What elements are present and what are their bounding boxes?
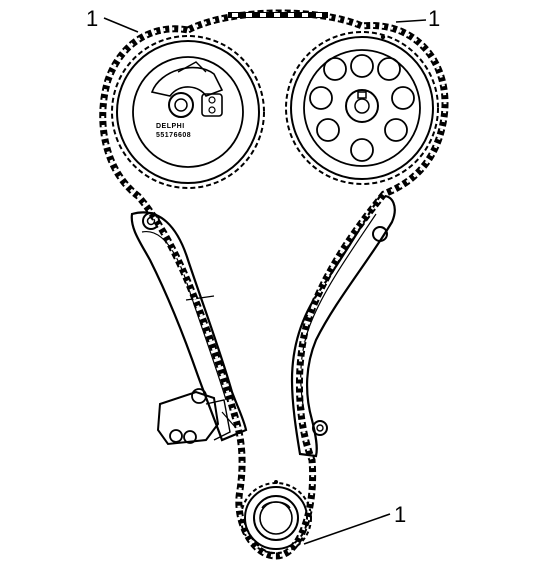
callout-top-right-leader (395, 19, 427, 23)
callout-top-right: 1 (395, 6, 440, 31)
crankshaft-sprocket (240, 480, 312, 554)
chain-tensioner (156, 388, 237, 446)
callout-bottom-right-leader (303, 513, 391, 545)
callout-top-left-label: 1 (86, 6, 98, 31)
right-camshaft-sprocket (285, 31, 439, 185)
callout-top-left: 1 (86, 6, 139, 33)
left-camshaft-sprocket: DELPHI 55176608 (111, 35, 265, 189)
callout-top-left-leader (103, 17, 139, 33)
callout-bottom-right: 1 (303, 502, 406, 545)
sprocket-brand-text: DELPHI (156, 123, 185, 130)
callout-top-right-label: 1 (428, 6, 440, 31)
callout-bottom-right-label: 1 (394, 502, 406, 527)
timing-chain (99, 9, 449, 560)
sprocket-part-number-text: 55176608 (156, 132, 191, 139)
